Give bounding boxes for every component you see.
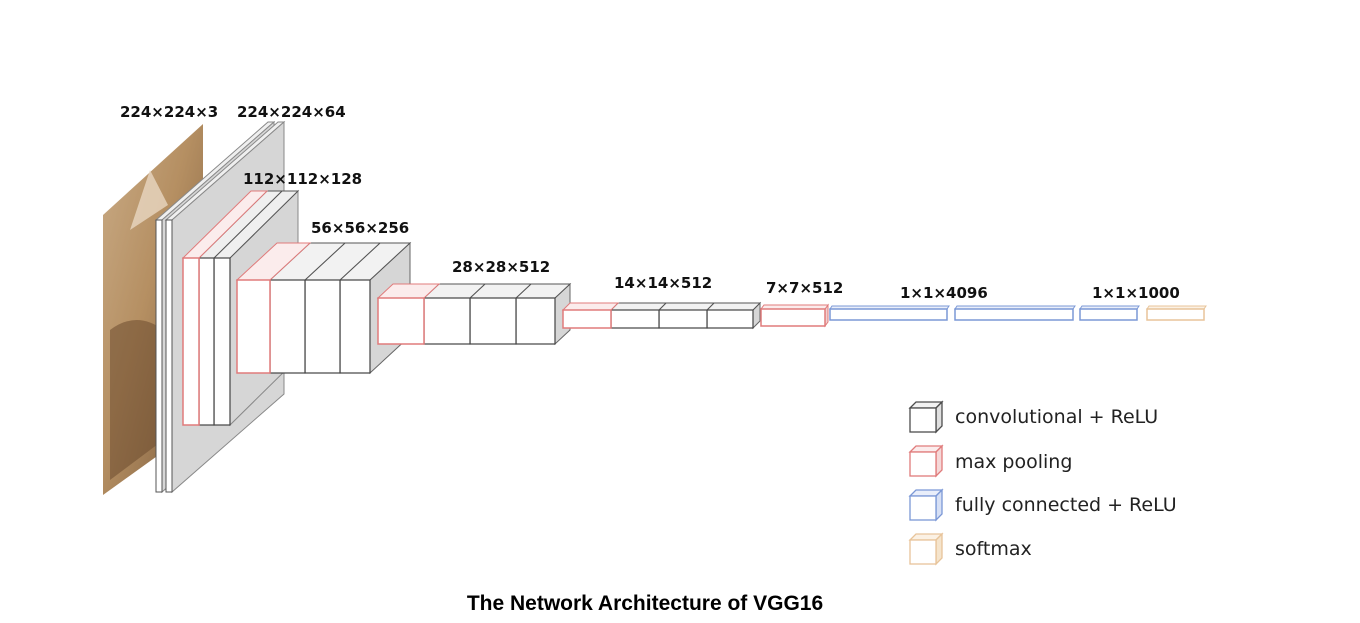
- dim-label-14x14x512: 14×14×512: [614, 274, 712, 292]
- dim-label-7x7x512: 7×7×512: [766, 279, 843, 297]
- legend-label-softmax: softmax: [955, 538, 1032, 560]
- legend: convolutional + ReLU max pooling fully c…: [908, 400, 1177, 566]
- legend-item-conv: convolutional + ReLU: [908, 400, 1158, 434]
- fc-layer-1: [829, 308, 948, 321]
- dim-label-224x224x64: 224×224×64: [237, 103, 346, 121]
- legend-label-fc: fully connected + ReLU: [955, 494, 1177, 516]
- legend-item-pool: max pooling: [908, 444, 1072, 478]
- dim-label-1x1x1000: 1×1×1000: [1092, 284, 1180, 302]
- cat-ear-icon: [130, 170, 168, 230]
- block-56x56x256: [235, 241, 412, 375]
- figure-caption: The Network Architecture of VGG16: [466, 592, 824, 615]
- legend-label-conv: convolutional + ReLU: [955, 406, 1158, 428]
- dim-label-112x112x128: 112×112×128: [243, 170, 362, 188]
- fc-swatch-icon: [909, 495, 937, 521]
- dim-label-56x56x256: 56×56×256: [311, 219, 409, 237]
- dim-label-224x224x3: 224×224×3: [120, 103, 218, 121]
- dim-label-1x1x4096: 1×1×4096: [900, 284, 988, 302]
- softmax-layer: [1146, 305, 1207, 321]
- block-7x7x512: [760, 303, 829, 328]
- legend-item-fc: fully connected + ReLU: [908, 488, 1177, 522]
- conv-swatch-icon: [909, 407, 937, 433]
- softmax-swatch-icon: [909, 539, 937, 565]
- pool-swatch-icon: [909, 451, 937, 477]
- fc-layer-3: [1079, 308, 1138, 321]
- legend-label-pool: max pooling: [955, 451, 1072, 473]
- block-28x28x512: [376, 282, 572, 346]
- fc-layers: [829, 305, 1140, 321]
- dim-label-28x28x512: 28×28×512: [452, 258, 550, 276]
- fc-layer-2: [954, 308, 1074, 321]
- legend-item-softmax: softmax: [908, 532, 1032, 566]
- block-14x14x512: [561, 301, 762, 330]
